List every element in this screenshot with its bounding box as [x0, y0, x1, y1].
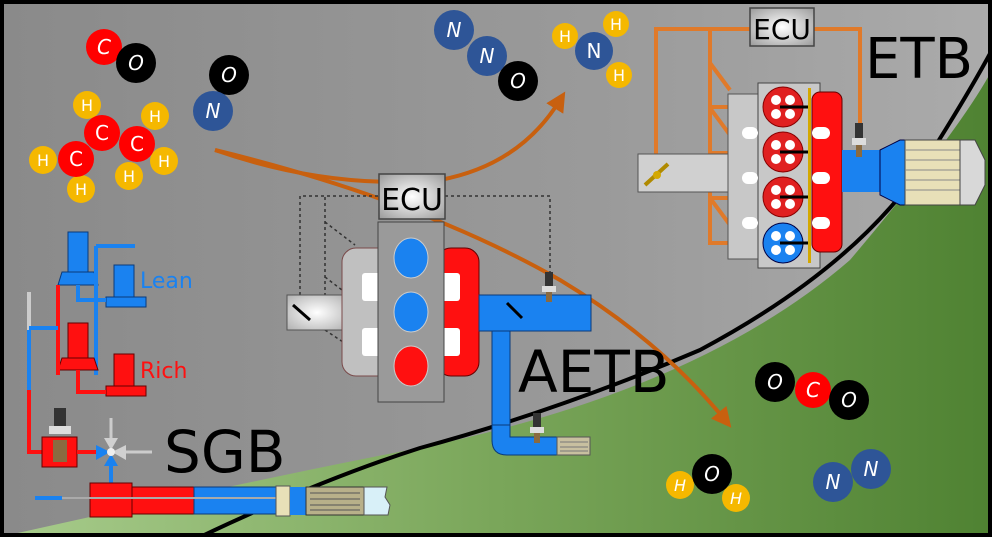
svg-text:H: H	[158, 152, 170, 171]
molecule-no: O N	[193, 55, 249, 131]
svg-text:H: H	[610, 15, 622, 34]
svg-text:N: N	[480, 44, 495, 68]
svg-text:C: C	[69, 147, 83, 171]
ecu-box-etb	[749, 7, 815, 47]
label-sgb: SGB	[164, 418, 286, 486]
svg-text:O: O	[841, 388, 857, 412]
svg-text:H: H	[149, 107, 161, 126]
svg-text:N: N	[826, 470, 841, 494]
svg-text:O: O	[128, 51, 144, 75]
etb-engine-assembly: ECU	[637, 7, 986, 269]
svg-text:O: O	[221, 63, 237, 87]
svg-text:C: C	[130, 132, 144, 156]
svg-text:H: H	[674, 476, 686, 495]
svg-text:H: H	[559, 27, 571, 46]
aetb-engine-assembly: ECU	[286, 173, 592, 456]
svg-text:ECU: ECU	[753, 13, 811, 46]
ecu-box-aetb	[378, 173, 446, 220]
molecule-h2o: H H O	[666, 454, 750, 512]
etb-cylinders	[762, 86, 808, 264]
molecule-hydrocarbon: H H H H H H C C C	[29, 91, 178, 203]
svg-text:H: H	[37, 151, 49, 170]
svg-text:O: O	[510, 69, 526, 93]
svg-text:H: H	[123, 167, 135, 186]
svg-text:C: C	[97, 35, 111, 59]
svg-text:H: H	[75, 180, 87, 199]
sgb-gas-blender-assembly	[27, 231, 391, 518]
molecule-n2o: N N O	[434, 10, 538, 101]
aetb-exhaust-pipe	[478, 294, 592, 332]
molecule-nh3: H H H N	[552, 11, 632, 88]
throttle-plate-icon	[292, 303, 311, 322]
aetb-intake	[286, 294, 348, 331]
molecule-co: C O	[86, 29, 156, 83]
ground-region	[0, 70, 992, 537]
svg-text:O: O	[704, 462, 720, 486]
flow-arrow-products	[214, 148, 732, 428]
svg-text:H: H	[613, 66, 625, 85]
etb-intake	[637, 153, 731, 193]
label-lean: Lean	[140, 269, 193, 294]
svg-text:C: C	[95, 121, 109, 145]
oxygen-sensor-icon	[855, 123, 863, 138]
svg-text:ECU: ECU	[381, 183, 443, 218]
svg-text:N: N	[206, 99, 221, 123]
svg-text:H: H	[81, 96, 93, 115]
molecule-co2: O C O	[755, 362, 869, 420]
three-way-valve-icon	[96, 418, 152, 483]
label-etb: ETB	[865, 27, 973, 92]
svg-text:N: N	[447, 18, 462, 42]
molecule-n2: N N	[813, 449, 891, 502]
svg-text:N: N	[864, 457, 879, 481]
svg-text:C: C	[806, 378, 820, 402]
label-rich: Rich	[140, 359, 187, 384]
svg-text:H: H	[730, 489, 742, 508]
svg-text:O: O	[767, 370, 783, 394]
label-aetb: AETB	[518, 338, 670, 406]
svg-text:N: N	[587, 39, 602, 63]
